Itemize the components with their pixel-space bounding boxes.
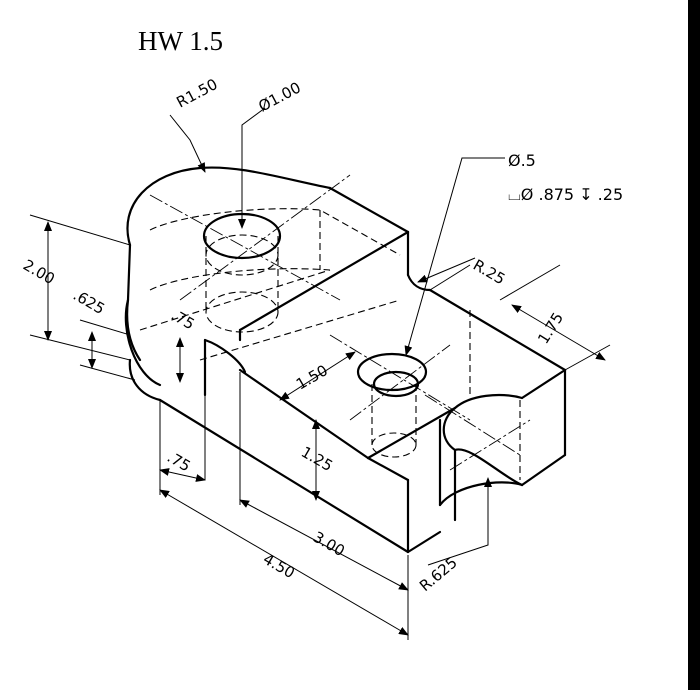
boss-lower-arc xyxy=(124,298,162,387)
thru-hole-bottom xyxy=(371,432,417,458)
extension-line xyxy=(564,344,611,371)
extension-line xyxy=(79,319,131,336)
extension-line xyxy=(79,364,136,381)
front-top-long xyxy=(238,368,370,460)
label-counterbore: ⌴Ø .875 ↧ .25 xyxy=(508,185,623,204)
leader-r625 xyxy=(427,477,492,566)
front-end-top xyxy=(366,406,457,460)
counterbore-top xyxy=(356,352,428,392)
hidden-line xyxy=(139,269,331,331)
boss-hole-mid xyxy=(205,234,279,276)
label-r25: R.25 xyxy=(470,256,508,288)
extension-line xyxy=(29,334,131,361)
hidden-line xyxy=(149,268,331,291)
boss-hole-bottom xyxy=(205,291,279,333)
center-line xyxy=(149,194,341,301)
label-75-vert: .75 xyxy=(168,306,198,334)
hidden-line xyxy=(149,208,401,256)
center-line xyxy=(424,394,521,456)
boss-bottom-curve xyxy=(128,358,162,402)
center-lines xyxy=(149,174,531,471)
dim-line-75-horiz xyxy=(159,468,206,482)
label-625: .625 xyxy=(70,286,108,318)
boss-top-arc xyxy=(126,166,332,247)
dim-line-1-50 xyxy=(279,351,356,401)
notch-top-arc xyxy=(442,393,524,452)
dim-line-1-75 xyxy=(511,304,606,361)
leader-dia100 xyxy=(238,107,266,229)
hidden-lines xyxy=(139,208,521,480)
dimension-lines xyxy=(29,107,611,640)
front-end-left-vertical xyxy=(366,456,410,482)
drawing-title: HW 1.5 xyxy=(138,26,223,56)
center-line xyxy=(179,174,351,301)
extension-line xyxy=(429,264,471,291)
hidden-line xyxy=(199,299,401,361)
center-line xyxy=(449,419,531,471)
extension-line xyxy=(29,214,131,246)
label-2-00: 2.00 xyxy=(20,256,58,288)
notch-bottom-arc xyxy=(438,481,524,507)
lower-block-right-top xyxy=(520,368,567,400)
notch-lower-arc xyxy=(453,448,524,487)
center-line xyxy=(349,344,451,421)
label-1-25: 1.25 xyxy=(298,443,336,475)
extension-line xyxy=(499,264,561,301)
front-bottom-edge xyxy=(158,398,410,554)
label-dia100: Ø1.00 xyxy=(255,78,303,115)
step-face xyxy=(203,338,247,374)
upper-front-edge xyxy=(238,230,410,332)
label-75-horiz: .75 xyxy=(164,448,194,476)
label-r625: R.625 xyxy=(416,553,461,595)
leader-dia05 xyxy=(404,157,505,356)
dim-line-4-50 xyxy=(159,489,409,636)
edge-bar xyxy=(688,0,700,690)
dimension-texts: R1.50 Ø1.00 Ø.5 ⌴Ø .875 ↧ .25 R.25 1.75 … xyxy=(20,75,623,595)
holes xyxy=(202,212,428,458)
part-outline xyxy=(124,166,567,554)
label-1-50: 1.50 xyxy=(293,361,331,393)
label-r150: R1.50 xyxy=(173,75,220,111)
front-end-bottom xyxy=(406,530,442,554)
label-1-75: 1.75 xyxy=(534,309,567,347)
leader-r150 xyxy=(169,114,206,173)
label-dia05: Ø.5 xyxy=(508,151,536,170)
leader-r25 xyxy=(417,257,476,283)
label-4-50: 4.50 xyxy=(260,550,298,582)
fillet-r25 xyxy=(406,273,432,292)
counterbore-inner xyxy=(372,370,420,398)
boss-top-edge xyxy=(328,186,410,234)
center-line xyxy=(329,334,471,421)
lower-block-right-bottom xyxy=(520,453,567,487)
